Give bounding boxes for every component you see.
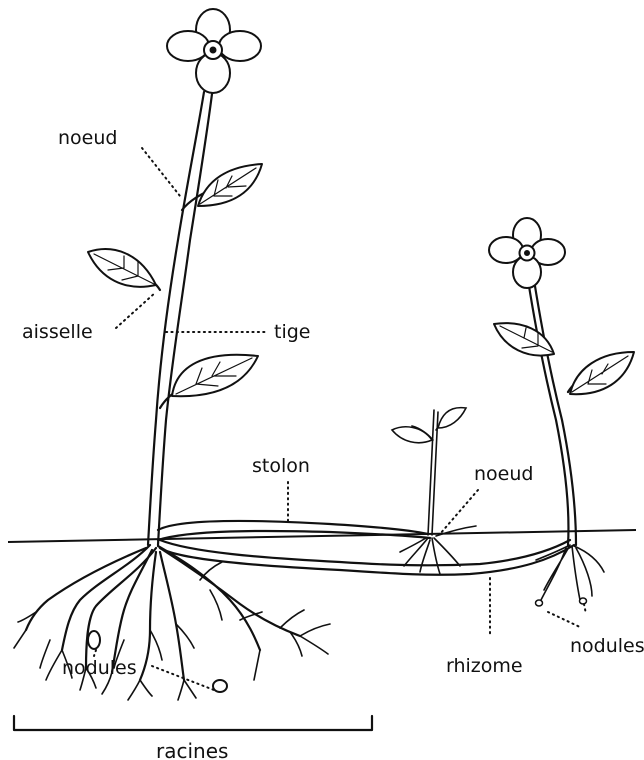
leader-aisselle <box>116 292 156 328</box>
leader-nodules-right <box>548 604 586 628</box>
leader-nodules-left-a <box>94 650 96 656</box>
main-flower <box>167 9 261 93</box>
label-noeud-right: noeud <box>474 463 533 485</box>
label-aisselle: aisselle <box>22 321 93 343</box>
label-racines: racines <box>156 739 228 760</box>
label-stolon: stolon <box>252 455 310 477</box>
right-flower <box>489 218 565 288</box>
leader-noeud-right <box>440 490 478 534</box>
label-nodules-left: nodules <box>62 657 137 679</box>
leader-noeud-top <box>142 148 180 196</box>
racines-bracket <box>14 716 372 730</box>
label-rhizome: rhizome <box>446 655 523 677</box>
label-noeud-top: noeud <box>58 127 117 149</box>
rhizome <box>160 540 574 575</box>
small-plant <box>392 408 476 574</box>
right-plant <box>489 218 634 606</box>
main-plant <box>88 9 262 545</box>
label-nodules-right: nodules <box>570 635 644 657</box>
label-tige: tige <box>274 321 310 343</box>
